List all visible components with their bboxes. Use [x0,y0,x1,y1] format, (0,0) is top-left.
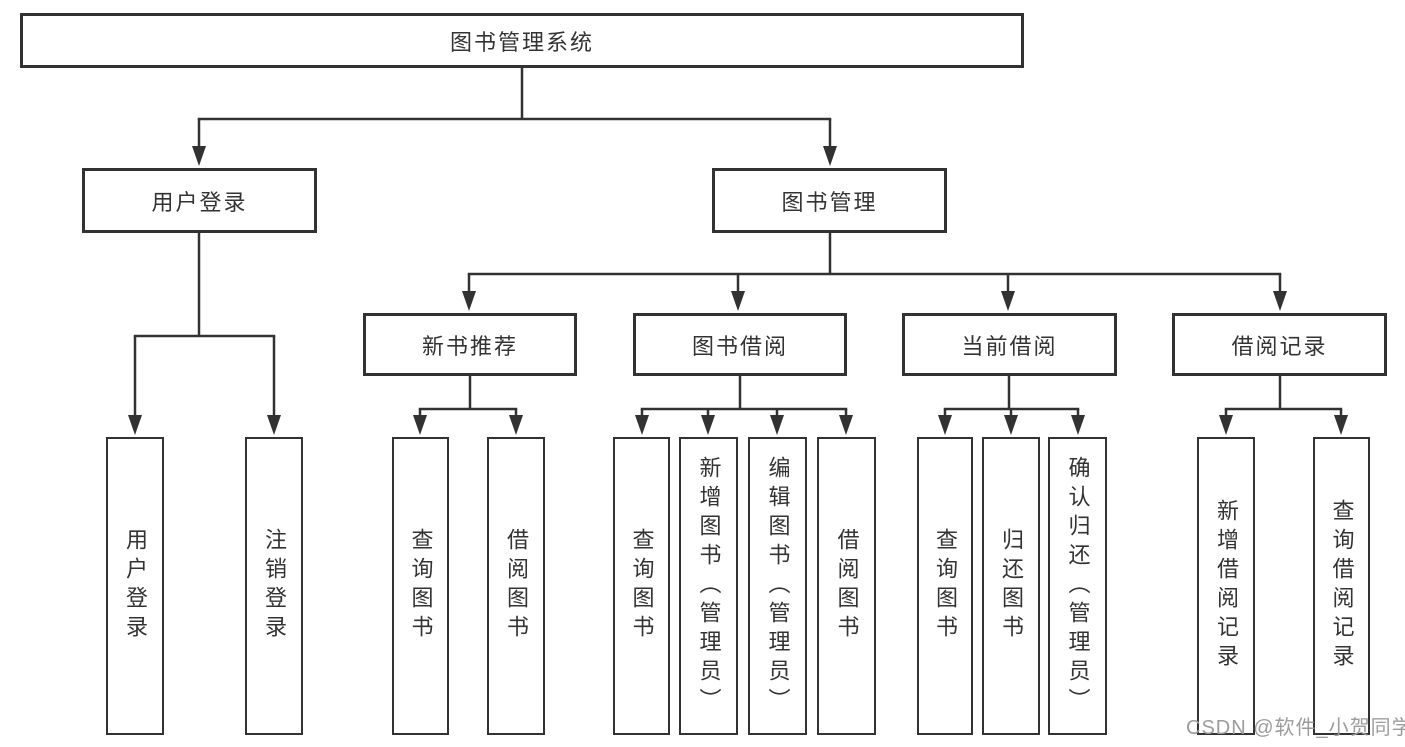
leaf-borrow-books: 借阅图书 [817,437,876,735]
leaf-label: 借阅图书 [504,528,529,644]
node-current-borrowing: 当前借阅 [902,313,1117,376]
leaf-label: 查询图书 [408,528,434,644]
node-label: 图书管理 [781,189,878,215]
leaf-add-borrow-record: 新增借阅记录 [1197,437,1255,735]
leaf-query-books-borrowing: 查询图书 [613,437,670,735]
leaf-borrow-books-recommend: 借阅图书 [487,437,545,735]
leaf-confirm-return-admin: 确认归还（管理员） [1048,437,1107,735]
node-borrowing-records: 借阅记录 [1172,313,1387,376]
node-label: 图书管理系统 [449,29,594,55]
leaf-query-books-current: 查询图书 [917,437,973,735]
leaf-label: 查询图书 [629,528,655,644]
leaf-user-login: 用户登录 [106,437,164,735]
node-book-borrowing: 图书借阅 [633,313,847,376]
node-user-login: 用户登录 [82,168,317,233]
node-book-management: 图书管理 [712,168,947,233]
leaf-label: 归还图书 [999,528,1024,644]
leaf-return-books: 归还图书 [982,437,1040,735]
leaf-edit-books-admin: 编辑图书（管理员） [748,437,807,735]
node-label: 借阅记录 [1231,333,1328,359]
leaf-label: 新增图书（管理员） [696,455,722,717]
leaf-label: 用户登录 [123,528,148,644]
watermark-csdn: CSDN @软件_小贺同学 [1186,717,1405,739]
node-label: 图书借阅 [691,333,788,359]
node-label: 新书推荐 [421,333,518,359]
leaf-label: 注销登录 [262,528,287,644]
node-library-management-system: 图书管理系统 [20,13,1024,68]
node-label: 当前借阅 [961,333,1058,359]
leaf-add-books-admin: 新增图书（管理员） [679,437,738,735]
leaf-query-books-recommend: 查询图书 [392,437,449,735]
leaf-label: 借阅图书 [834,528,860,644]
leaf-label: 查询借阅记录 [1329,499,1355,673]
leaf-label: 编辑图书（管理员） [765,455,791,717]
leaf-label: 确认归还（管理员） [1065,455,1091,717]
leaf-query-borrow-record: 查询借阅记录 [1313,437,1370,735]
leaf-label: 新增借阅记录 [1214,499,1239,673]
leaf-logout: 注销登录 [245,437,303,735]
node-label: 用户登录 [151,189,248,215]
leaf-label: 查询图书 [933,528,958,644]
node-new-book-recommendation: 新书推荐 [363,313,577,376]
